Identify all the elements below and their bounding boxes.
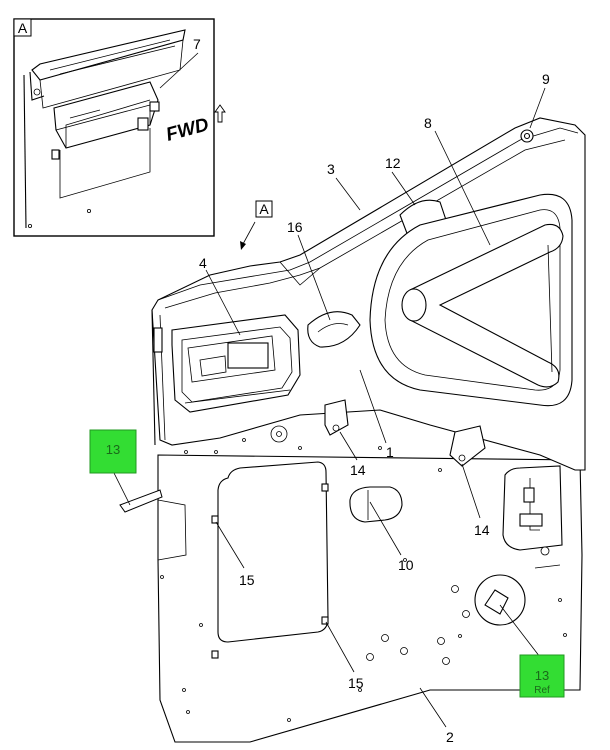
highlight-callout-13-ref[interactable]: 13 Ref — [519, 654, 565, 698]
callout-15-lower: 15 — [348, 675, 364, 691]
callout-2: 2 — [446, 729, 454, 745]
callout-16: 16 — [287, 219, 303, 235]
callout-4: 4 — [199, 255, 207, 271]
highlight-box-13[interactable] — [89, 429, 137, 474]
detail-view-label: A — [18, 20, 28, 36]
callout-8: 8 — [424, 115, 432, 131]
leaders — [113, 87, 546, 728]
door-assembly — [119, 117, 586, 743]
pull-pocket — [307, 311, 361, 348]
cable — [119, 489, 163, 513]
latch-window — [502, 465, 563, 551]
oval-opening — [349, 486, 403, 523]
fwd-arrow-icon — [214, 104, 226, 123]
leader-7 — [159, 52, 199, 89]
clip-right — [449, 425, 486, 467]
callout-12: 12 — [385, 155, 401, 171]
detail-view-a: A 7 FWD — [13, 18, 226, 237]
callout-9: 9 — [542, 71, 550, 87]
highlight-callout-13[interactable]: 13 — [89, 429, 137, 474]
highlight-box-13-ref[interactable] — [519, 654, 565, 698]
highlight-sublabel-ref: Ref — [534, 685, 550, 696]
access-opening — [217, 461, 329, 643]
detail-label-box — [13, 18, 32, 37]
detail-top-rail — [31, 29, 186, 81]
detail-door-edge — [23, 74, 27, 229]
view-a-label: A — [259, 201, 269, 217]
callout-10: 10 — [398, 557, 414, 573]
callout-14-right: 14 — [474, 522, 490, 538]
clip-left — [324, 399, 349, 436]
callout-3: 3 — [327, 161, 335, 177]
highlight-label-13-ref: 13 — [535, 668, 549, 683]
view-a-indicator: A — [240, 200, 273, 250]
callout-14-left: 14 — [350, 462, 366, 478]
view-a-arrow-icon — [240, 241, 246, 250]
callout-labels: 3 12 8 9 16 4 1 14 14 10 15 15 2 — [199, 71, 550, 745]
panel-holes — [160, 425, 567, 722]
highlight-label-13: 13 — [106, 442, 120, 457]
callout-1: 1 — [386, 444, 394, 460]
callout-15-upper: 15 — [239, 572, 255, 588]
detail-panel — [59, 128, 151, 199]
callout-7: 7 — [193, 36, 201, 52]
